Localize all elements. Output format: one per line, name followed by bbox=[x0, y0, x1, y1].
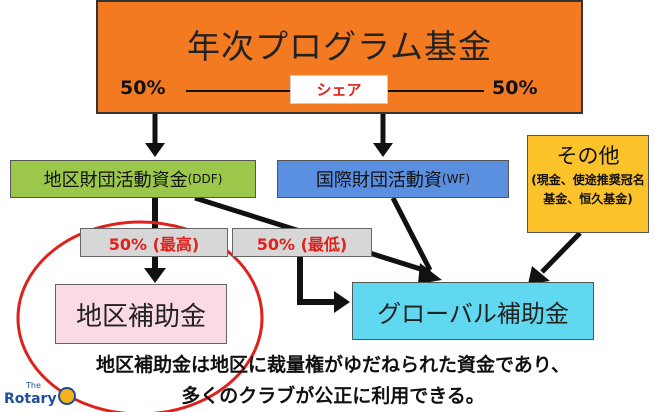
district-grant-box: 地区補助金 bbox=[55, 284, 227, 344]
logo-text: Rotary bbox=[4, 391, 57, 407]
global-grant-box: グローバル補助金 bbox=[352, 282, 594, 340]
ddf-box: 地区財団活動資金(DDF) bbox=[10, 160, 256, 198]
share-label: シェア bbox=[290, 75, 388, 104]
arrow-ddf-elbow-to-global bbox=[297, 255, 336, 305]
left-share-percent: 50% bbox=[120, 77, 166, 99]
logo-small-text: The bbox=[26, 381, 41, 390]
pct-min-box: 50% (最低) bbox=[232, 228, 372, 257]
caption-line2: 多くのクラブが公正に利用できる。 bbox=[181, 385, 485, 407]
other-funds-box: その他 (現金、使途推奨冠名 基金、恒久基金) bbox=[527, 135, 649, 233]
caption-line1: 地区補助金は地区に裁量権がゆだねられた資金であり、 bbox=[95, 354, 571, 376]
rotary-logo: The Rotary bbox=[4, 381, 94, 409]
highlight-ellipse bbox=[16, 220, 264, 412]
ddf-label: 地区財団活動資金 bbox=[43, 170, 188, 191]
arrow-wf-to-global bbox=[390, 196, 433, 272]
other-title: その他 bbox=[556, 144, 620, 168]
wf-label: 国際財団活動資 bbox=[315, 170, 442, 191]
pct-max-box: 50% (最高) bbox=[80, 228, 228, 257]
annual-fund-title: 年次プログラム基金 bbox=[186, 27, 492, 66]
rotary-wheel-icon bbox=[58, 387, 76, 405]
ddf-suffix: (DDF) bbox=[187, 172, 223, 186]
wf-suffix: (WF) bbox=[441, 172, 471, 186]
share-line-right bbox=[388, 90, 484, 92]
other-detail-line2: 基金、恒久基金) bbox=[543, 192, 633, 206]
other-detail-line1: (現金、使途推奨冠名 bbox=[531, 173, 645, 187]
right-share-percent: 50% bbox=[492, 77, 538, 99]
wf-box: 国際財団活動資(WF) bbox=[277, 160, 509, 198]
share-line-left bbox=[186, 90, 290, 92]
arrow-other-to-global bbox=[540, 231, 582, 274]
